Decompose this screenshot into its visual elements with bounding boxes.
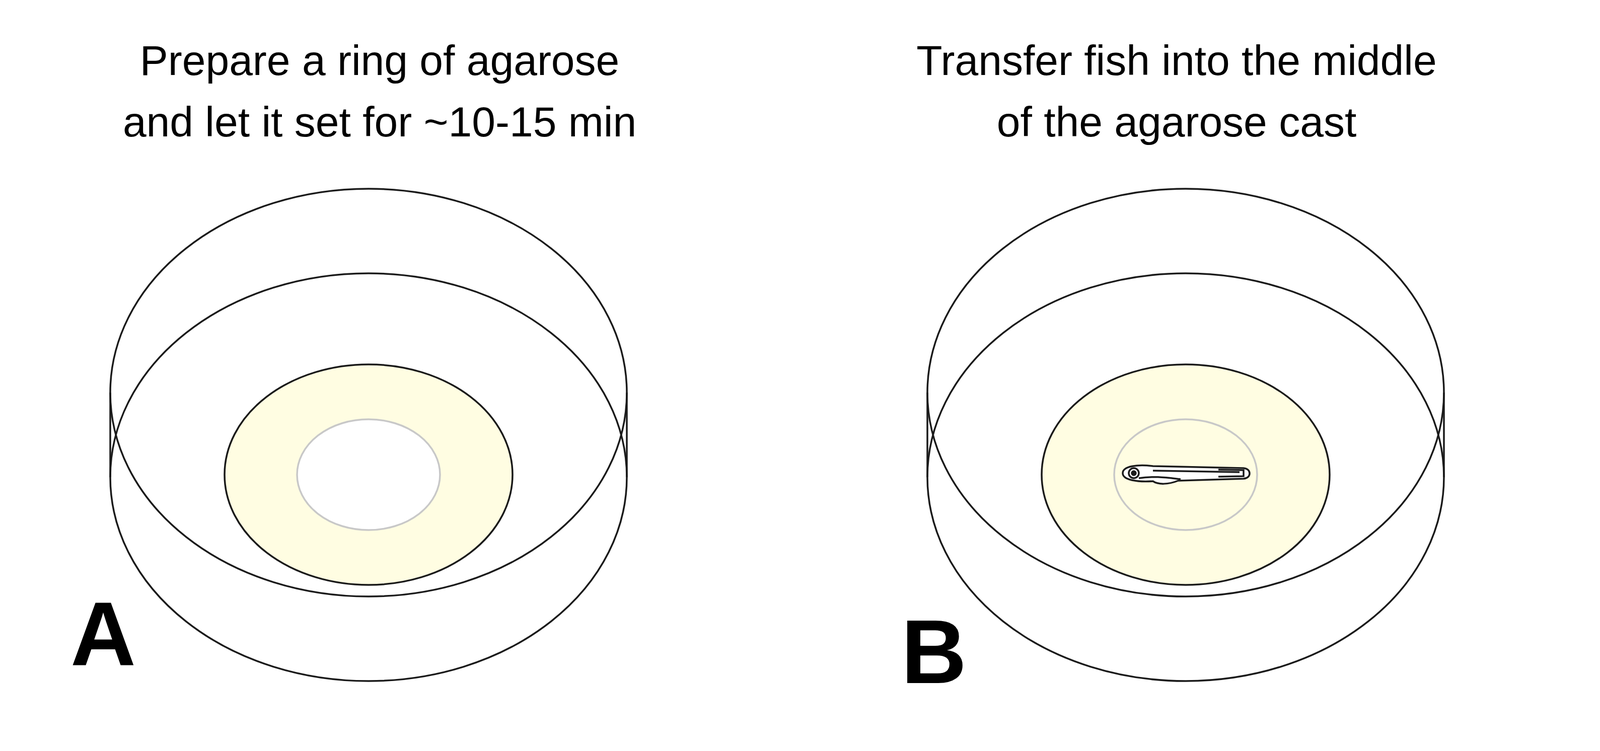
agarose-ring-a	[224, 364, 513, 586]
petri-dish-b	[927, 188, 1444, 682]
panel-letter: A	[70, 589, 136, 680]
agarose-ring-b	[1041, 364, 1330, 586]
step-heading: Prepare a ring of agarose and let it set…	[108, 30, 650, 154]
petri-dish-a	[110, 188, 627, 682]
zebrafish-larva	[1122, 465, 1250, 485]
panel-letter: B	[901, 606, 967, 698]
step-heading: Transfer fish into the middle of the aga…	[905, 30, 1447, 154]
